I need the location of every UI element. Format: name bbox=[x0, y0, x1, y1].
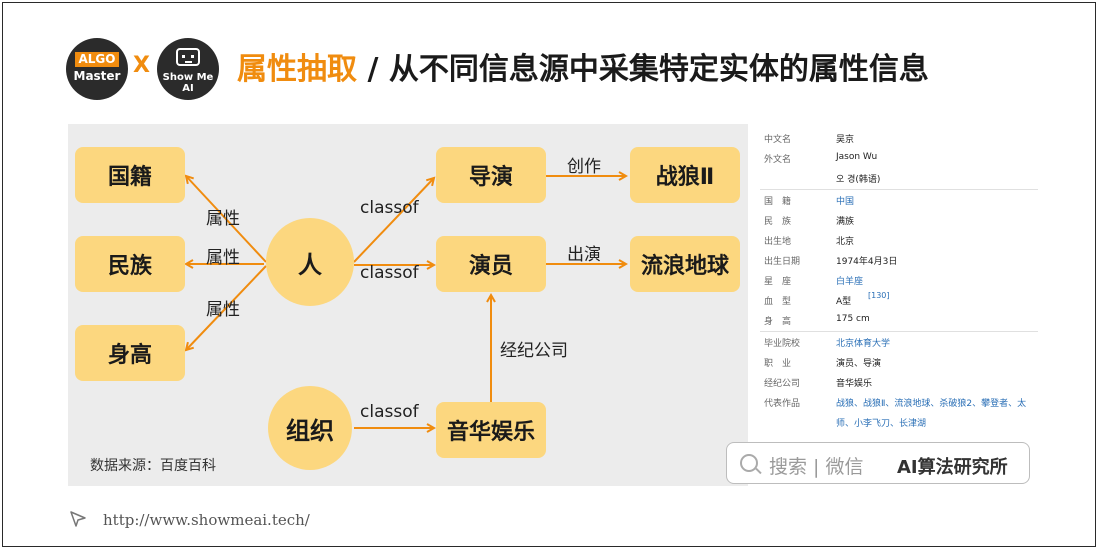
info-row-value[interactable]: 师、小李飞刀、长津湖 bbox=[836, 419, 927, 429]
info-row-value: 音华娱乐 bbox=[836, 379, 873, 389]
info-row-key: 民 族 bbox=[764, 217, 792, 227]
edge-label-attr2: 属性 bbox=[206, 248, 240, 268]
info-row-key: 出生地 bbox=[764, 237, 792, 247]
info-row-value: 满族 bbox=[836, 217, 855, 227]
info-row-key: 毕业院校 bbox=[764, 339, 801, 349]
edge-label-attr1: 属性 bbox=[206, 209, 240, 229]
node-daoyan: 导演 bbox=[436, 147, 546, 203]
wechat-search-badge: 搜索 | 微信 AI算法研究所 bbox=[726, 442, 1030, 484]
arrow-ren-daoyan bbox=[353, 178, 434, 263]
robot-mouth bbox=[185, 61, 192, 63]
info-separator bbox=[760, 331, 1038, 332]
info-row-key: 国 籍 bbox=[764, 197, 792, 207]
edge-label-chuyan: 出演 bbox=[567, 245, 601, 265]
search-icon bbox=[740, 454, 758, 472]
info-row-key: 职 业 bbox=[764, 359, 792, 369]
cursor-icon bbox=[70, 511, 86, 527]
info-row-key: 中文名 bbox=[764, 135, 792, 145]
edge-label-classof3: classof bbox=[360, 402, 419, 422]
edge-label-classof1: classof bbox=[360, 198, 419, 218]
node-zhanlang: 战狼Ⅱ bbox=[630, 147, 740, 203]
info-row-key: 血 型 bbox=[764, 297, 792, 307]
node-liulang: 流浪地球 bbox=[630, 236, 740, 292]
info-row-citation[interactable]: [130] bbox=[868, 291, 890, 300]
logo-master-text: Master bbox=[73, 69, 121, 83]
node-yinhua: 音华娱乐 bbox=[436, 402, 546, 458]
info-row-value: 吴京 bbox=[836, 135, 855, 145]
edge-label-classof2: classof bbox=[360, 263, 419, 283]
info-row-value: 北京 bbox=[836, 237, 855, 247]
info-row-key: 星 座 bbox=[764, 277, 792, 287]
node-minzu: 民族 bbox=[75, 236, 185, 292]
footer-url[interactable]: http://www.showmeai.tech/ bbox=[103, 511, 310, 529]
info-separator bbox=[760, 189, 1038, 190]
info-row-value: 오 경(韩语) bbox=[836, 175, 881, 185]
edge-label-chuangzuo: 创作 bbox=[567, 157, 601, 177]
node-yanyuan: 演员 bbox=[436, 236, 546, 292]
info-row-value: 1974年4月3日 bbox=[836, 257, 898, 267]
algo-master-logo: ALGO Master bbox=[66, 38, 128, 100]
info-row-key: 出生日期 bbox=[764, 257, 801, 267]
arrow-ren-guoji bbox=[186, 176, 267, 263]
title-highlight: 属性抽取 bbox=[237, 52, 357, 87]
source-note: 数据来源：百度百科 bbox=[90, 458, 216, 474]
node-zuzhi: 组织 bbox=[268, 386, 352, 470]
node-guoji: 国籍 bbox=[75, 147, 185, 203]
info-row-key: 代表作品 bbox=[764, 399, 801, 409]
info-row-key: 经纪公司 bbox=[764, 379, 801, 389]
title-rest: / 从不同信息源中采集特定实体的属性信息 bbox=[357, 52, 929, 87]
info-row-value[interactable]: 中国 bbox=[836, 197, 855, 207]
arrow-ren-shengao bbox=[186, 265, 267, 350]
search-brand: AI算法研究所 bbox=[897, 457, 1008, 478]
info-row-value: 演员、导演 bbox=[836, 359, 882, 369]
info-row-value[interactable]: 战狼、战狼Ⅱ、流浪地球、杀破狼2、攀登者、太 bbox=[836, 399, 1027, 409]
info-row-value: A型 bbox=[836, 297, 852, 307]
robot-icon bbox=[176, 48, 200, 66]
logo-algo-text: ALGO bbox=[75, 52, 119, 67]
info-row-value: Jason Wu bbox=[836, 152, 878, 162]
info-row-key: 身 高 bbox=[764, 317, 792, 327]
info-row-value[interactable]: 北京体育大学 bbox=[836, 339, 891, 349]
logo-separator: X bbox=[133, 53, 150, 78]
edge-label-attr3: 属性 bbox=[206, 300, 240, 320]
info-row-value: 175 cm bbox=[836, 314, 870, 324]
edge-label-jingji: 经纪公司 bbox=[500, 341, 568, 361]
search-text: 搜索 | 微信 bbox=[769, 456, 864, 478]
logo-showme-text: Show Me AI bbox=[162, 72, 214, 94]
node-ren: 人 bbox=[266, 218, 354, 306]
info-row-value[interactable]: 白羊座 bbox=[836, 277, 864, 287]
showmeai-logo: Show Me AI bbox=[157, 38, 219, 100]
info-row-key: 外文名 bbox=[764, 155, 792, 165]
page-title: 属性抽取 / 从不同信息源中采集特定实体的属性信息 bbox=[237, 44, 929, 88]
node-shengao: 身高 bbox=[75, 325, 185, 381]
